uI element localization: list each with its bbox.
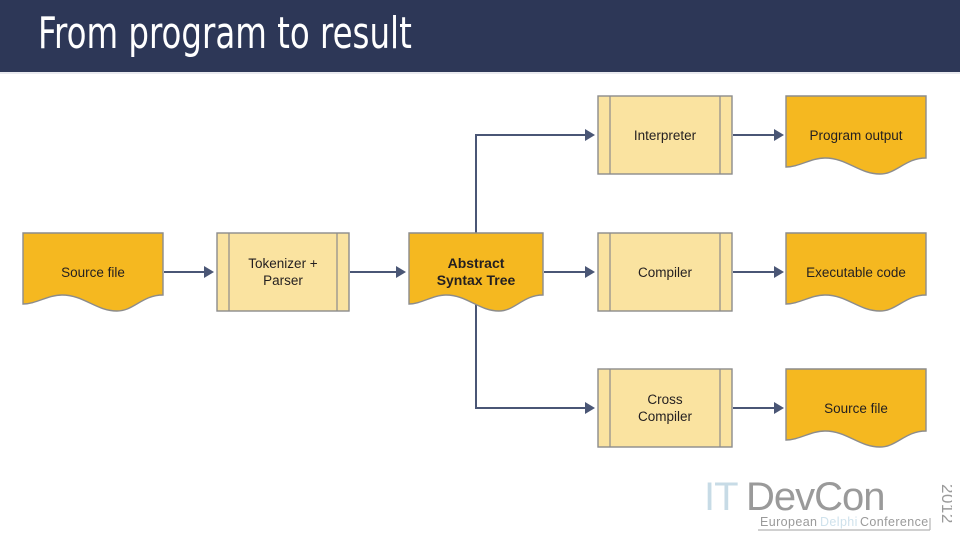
- logo-tagline-delphi: Delphi: [820, 515, 858, 529]
- node-program-output[interactable]: Program output: [785, 95, 927, 175]
- document-shape: [785, 95, 927, 175]
- arrowhead-ast-to-interpreter: [585, 129, 595, 141]
- arrowhead-cross-compiler-to-source-file: [774, 402, 784, 414]
- page-title: From program to result: [38, 8, 412, 59]
- logo-artwork: IT DevCon European Delphi Conference 201…: [704, 475, 957, 531]
- arrowhead-compiler-to-executable: [774, 266, 784, 278]
- logo-it-text: IT: [704, 475, 738, 519]
- arrowhead-interpreter-to-output: [774, 129, 784, 141]
- flowchart-canvas: Source file Tokenizer + Parser Abstract …: [0, 74, 960, 540]
- connector-interpreter-to-output: [733, 134, 777, 136]
- slide-header-bar: From program to result: [0, 0, 960, 72]
- connector-compiler-to-executable: [733, 271, 777, 273]
- itdevcon-logo: IT DevCon European Delphi Conference 201…: [702, 474, 957, 536]
- logo-tagline-european: European: [760, 515, 817, 529]
- node-tokenizer-parser[interactable]: Tokenizer + Parser: [216, 232, 350, 312]
- arrowhead-source-to-tokenizer: [204, 266, 214, 278]
- header-divider: [0, 72, 960, 74]
- node-interpreter[interactable]: Interpreter: [597, 95, 733, 175]
- node-executable-code[interactable]: Executable code: [785, 232, 927, 312]
- logo-devcon-text: DevCon: [746, 475, 885, 519]
- predefined-process-shape: [216, 232, 350, 312]
- document-shape: [785, 368, 927, 448]
- node-source-file-output[interactable]: Source file: [785, 368, 927, 448]
- arrowhead-ast-to-cross-compiler: [585, 402, 595, 414]
- node-abstract-syntax-tree[interactable]: Abstract Syntax Tree: [408, 232, 544, 312]
- document-shape: [22, 232, 164, 312]
- connector-source-to-tokenizer: [164, 271, 206, 273]
- arrowhead-tokenizer-to-ast: [396, 266, 406, 278]
- connector-ast-to-interpreter-horizontal: [475, 134, 588, 136]
- document-shape: [408, 232, 544, 312]
- logo-year: 2012: [938, 484, 952, 524]
- arrowhead-ast-to-compiler: [585, 266, 595, 278]
- connector-ast-to-cross-compiler-horizontal: [475, 407, 588, 409]
- node-source-file[interactable]: Source file: [22, 232, 164, 312]
- predefined-process-shape: [597, 368, 733, 448]
- document-shape: [785, 232, 927, 312]
- connector-tokenizer-to-ast: [350, 271, 398, 273]
- connector-ast-to-cross-compiler-vertical: [475, 300, 477, 408]
- node-cross-compiler[interactable]: Cross Compiler: [597, 368, 733, 448]
- connector-ast-to-compiler: [544, 271, 588, 273]
- node-compiler[interactable]: Compiler: [597, 232, 733, 312]
- connector-cross-compiler-to-source-file: [733, 407, 777, 409]
- predefined-process-shape: [597, 95, 733, 175]
- predefined-process-shape: [597, 232, 733, 312]
- logo-tagline-conference: Conference: [860, 515, 929, 529]
- connector-ast-to-interpreter-vertical: [475, 134, 477, 234]
